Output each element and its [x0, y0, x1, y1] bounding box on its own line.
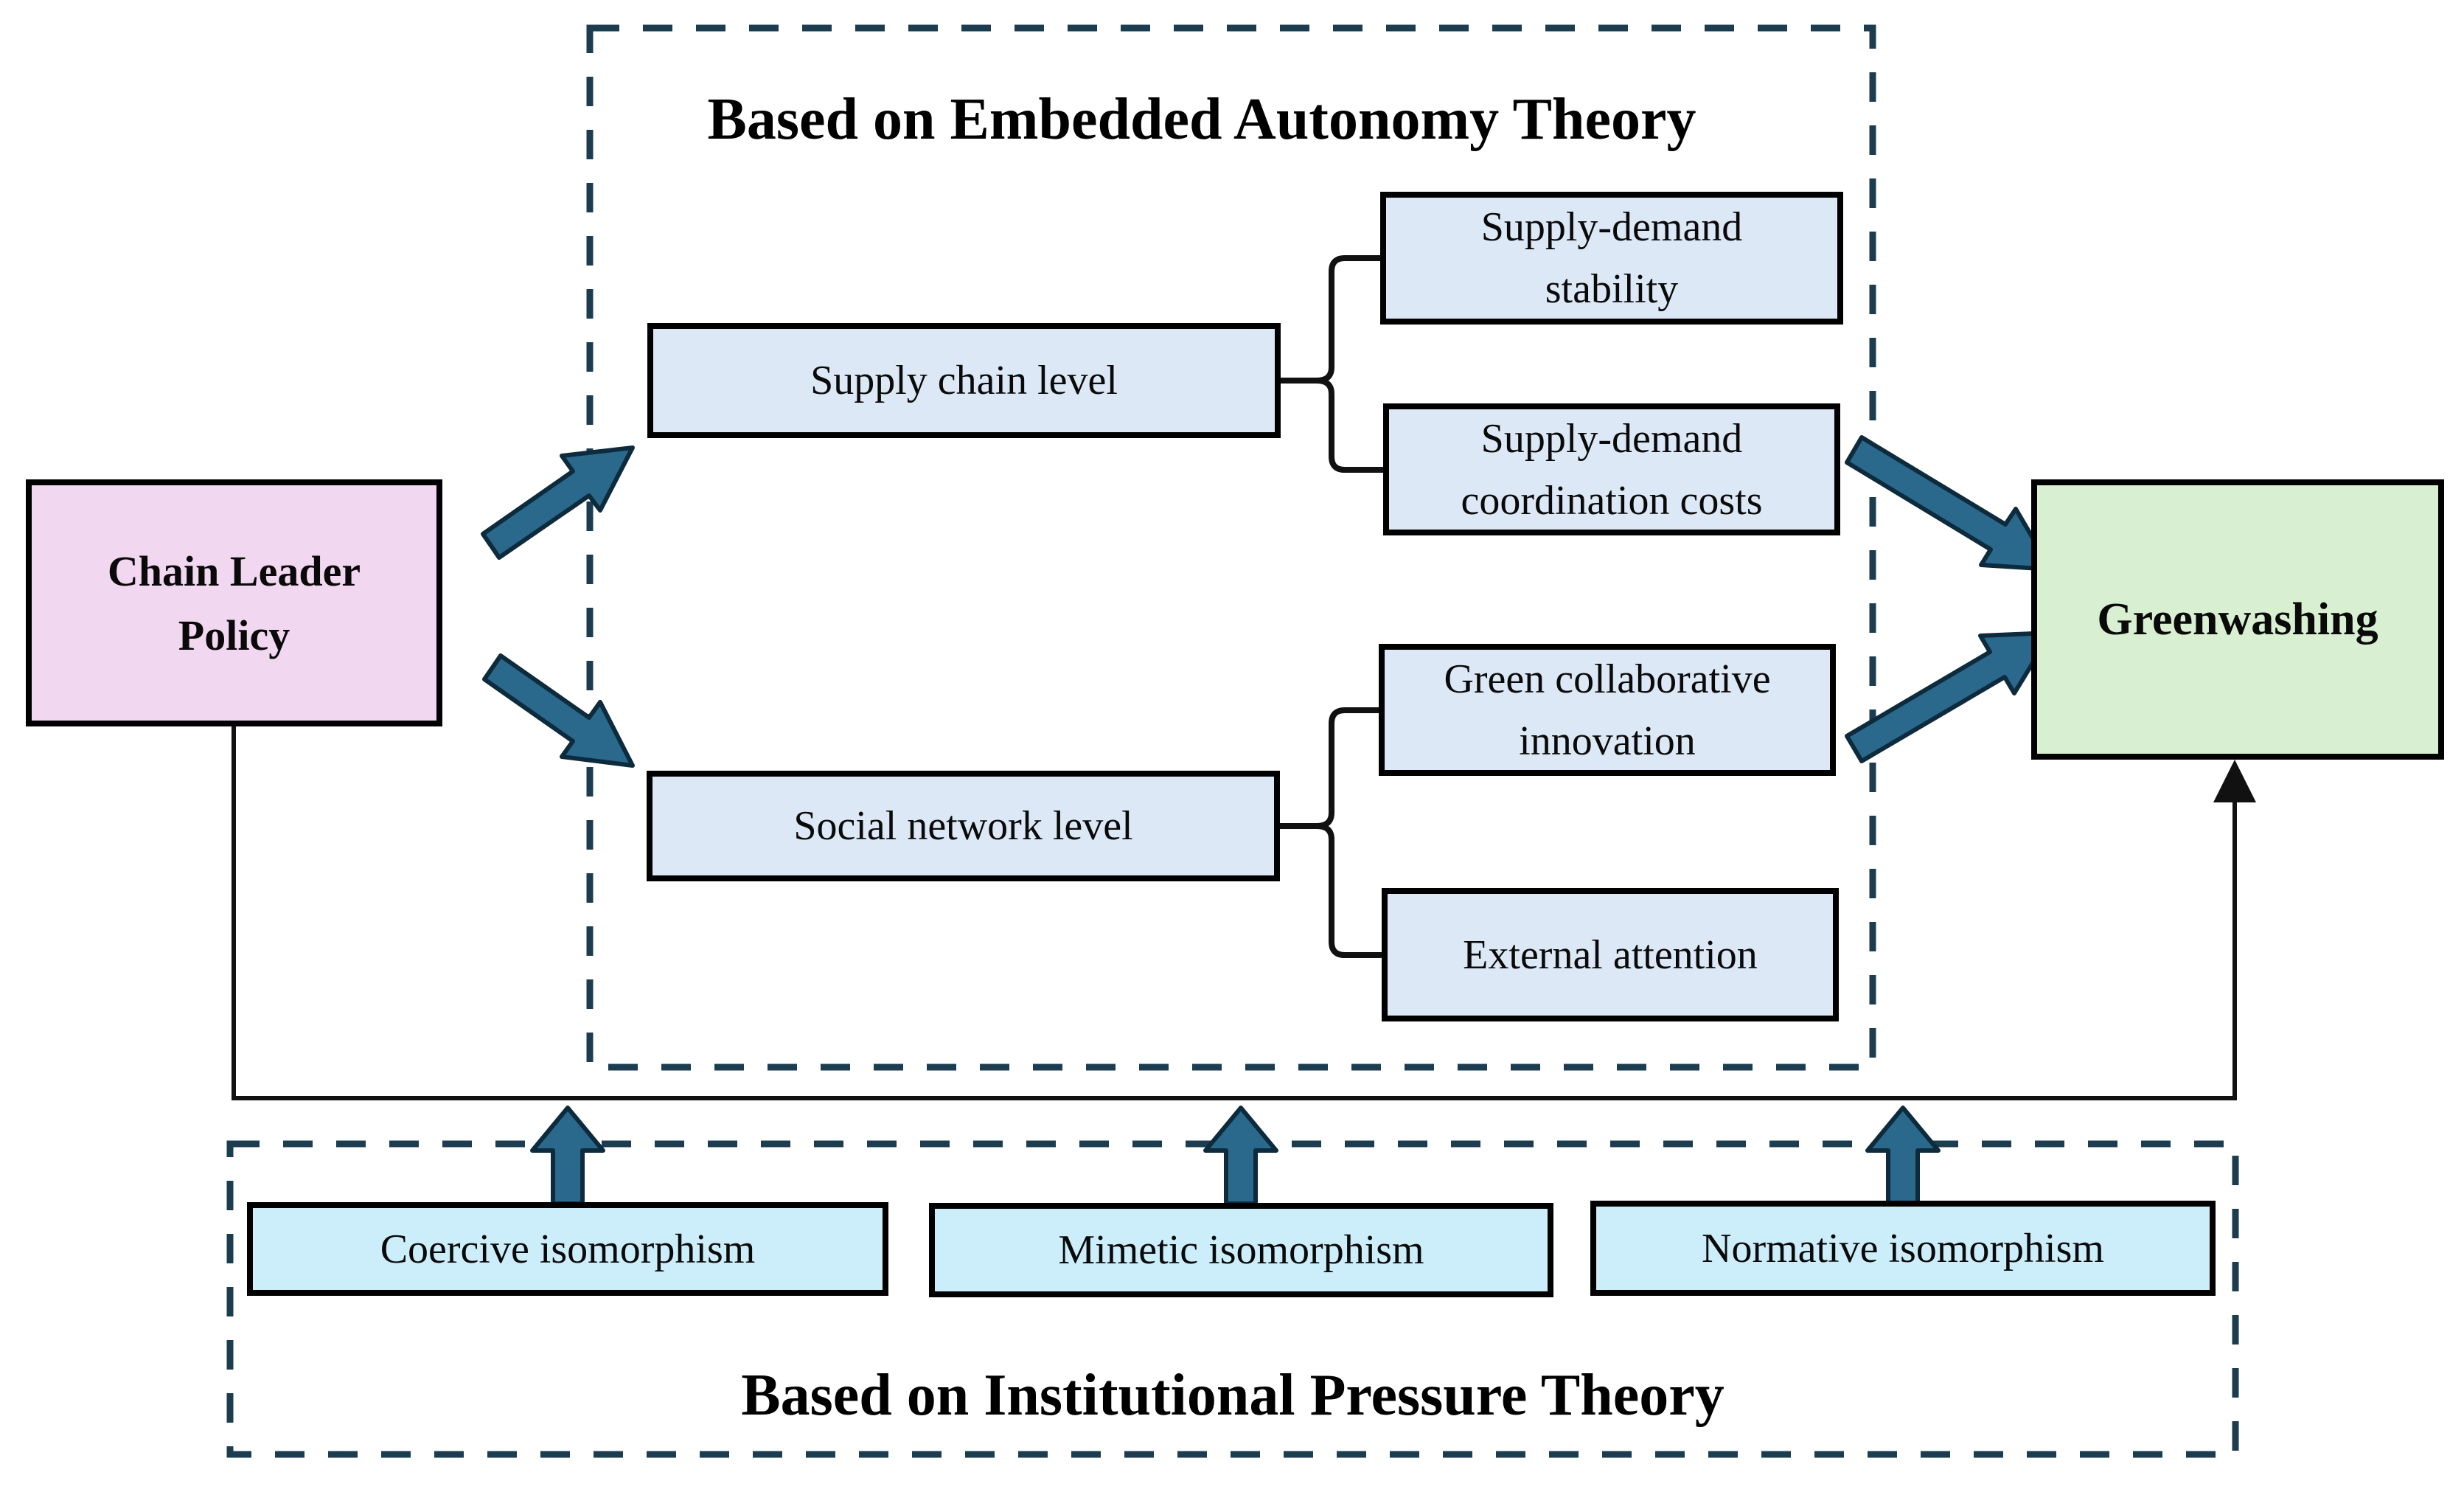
node-greenwashing: Greenwashing	[2031, 479, 2444, 760]
arrow-mimetic-up-icon	[1203, 1106, 1278, 1206]
arrow-normative-up-icon	[1865, 1106, 1941, 1206]
supply-chain-fork-connector	[1278, 255, 1386, 473]
policy-to-greenwashing-arrowhead-icon	[2213, 760, 2256, 802]
node-social-network-level: Social network level	[647, 771, 1280, 881]
node-supply-demand-coordination-costs: Supply-demand coordination costs	[1383, 403, 1840, 535]
social-network-fork-connector	[1277, 707, 1385, 958]
node-external-attention: External attention	[1382, 888, 1839, 1021]
arrow-policy-to-social-network-icon	[482, 653, 635, 768]
embedded-autonomy-group-title: Based on Embedded Autonomy Theory	[707, 87, 1696, 152]
node-green-collaborative-innovation: Green collaborative innovation	[1379, 644, 1836, 776]
arrow-coordination-costs-to-greenwashing-icon	[1845, 435, 2053, 572]
node-supply-chain-level: Supply chain level	[647, 323, 1281, 438]
node-chain-leader-policy: Chain Leader Policy	[26, 479, 442, 726]
arrow-coercive-up-icon	[530, 1106, 605, 1206]
node-mimetic-isomorphism: Mimetic isomorphism	[929, 1203, 1553, 1297]
embedded-autonomy-group-border	[586, 24, 1876, 1071]
institutional-pressure-group-border	[226, 1140, 2239, 1458]
node-supply-demand-stability: Supply-demand stability	[1380, 192, 1843, 325]
policy-to-greenwashing-line	[232, 726, 2237, 1100]
arrow-innovation-to-greenwashing-icon	[1845, 631, 2053, 763]
node-coercive-isomorphism: Coercive isomorphism	[247, 1202, 888, 1296]
node-normative-isomorphism: Normative isomorphism	[1590, 1201, 2216, 1296]
arrow-policy-to-supply-chain-icon	[481, 445, 635, 560]
institutional-pressure-group-title: Based on Institutional Pressure Theory	[741, 1363, 1725, 1428]
